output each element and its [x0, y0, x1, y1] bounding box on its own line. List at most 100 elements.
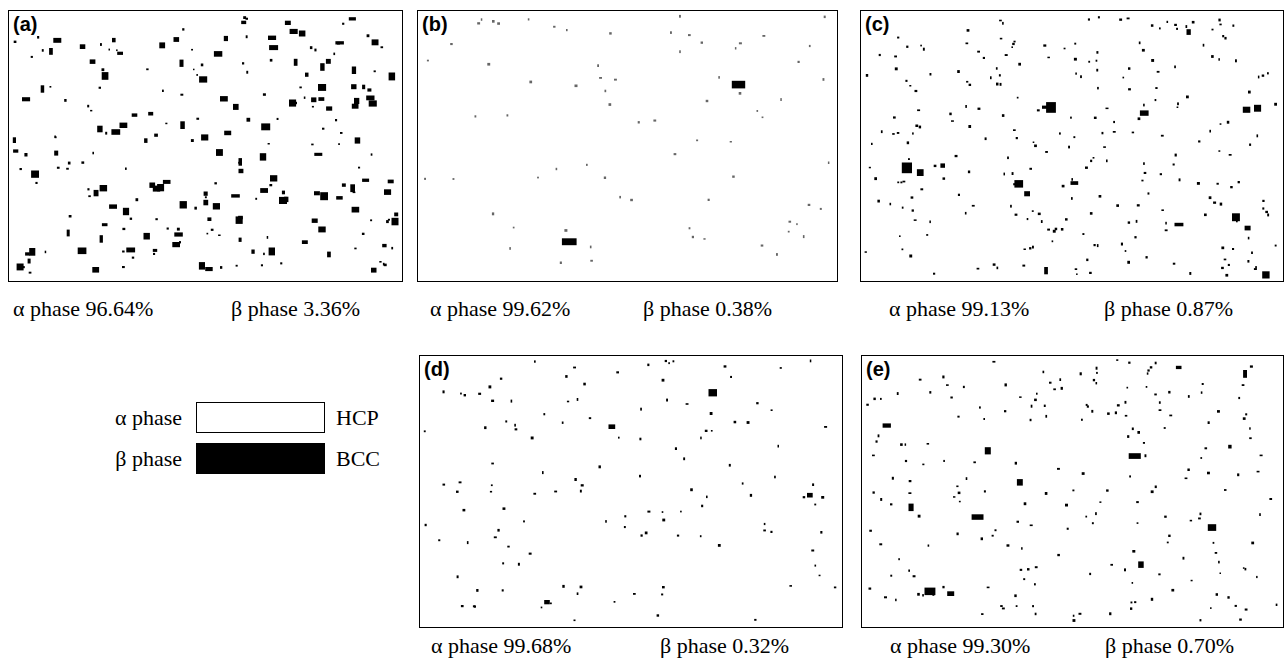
- beta-dot: [662, 511, 664, 513]
- beta-dot: [353, 192, 356, 194]
- beta-dot: [269, 184, 272, 186]
- beta-dot: [1121, 243, 1123, 246]
- beta-dot: [534, 360, 536, 362]
- beta-dot: [1002, 22, 1004, 25]
- beta-dot: [1192, 21, 1195, 24]
- beta-dot: [573, 367, 576, 369]
- beta-dot: [366, 96, 374, 101]
- beta-dot: [1218, 561, 1220, 564]
- beta-dot: [362, 179, 369, 182]
- beta-dot: [55, 136, 57, 138]
- beta-dot: [1218, 19, 1220, 22]
- beta-dot: [661, 594, 663, 596]
- beta-dot: [205, 196, 207, 198]
- beta-dot: [476, 589, 478, 592]
- beta-dot: [757, 110, 759, 112]
- beta-dot: [1089, 272, 1092, 274]
- beta-dot: [497, 22, 500, 25]
- beta-dot: [1130, 607, 1132, 610]
- beta-dot: [1142, 49, 1145, 52]
- beta-dot: [1005, 383, 1007, 386]
- beta-dot: [1012, 43, 1015, 45]
- beta-dot: [1128, 67, 1130, 70]
- beta-dot: [1082, 472, 1085, 475]
- beta-dot: [358, 167, 360, 169]
- beta-dot: [1015, 214, 1018, 216]
- beta-dot: [942, 586, 944, 588]
- beta-dot: [241, 21, 246, 24]
- beta-dot: [1257, 134, 1259, 137]
- beta-dot: [913, 575, 916, 577]
- beta-dot: [1057, 554, 1060, 556]
- beta-dot: [1034, 583, 1036, 585]
- legend-text: β phase: [115, 447, 182, 471]
- beta-dot: [590, 246, 592, 249]
- beta-dot: [821, 496, 824, 499]
- beta-dot: [609, 103, 612, 106]
- beta-dot: [537, 177, 539, 179]
- beta-dot: [90, 110, 92, 112]
- beta-dot: [342, 23, 344, 25]
- beta-dot: [199, 76, 207, 82]
- beta-dot: [1174, 66, 1176, 69]
- beta-dot: [146, 68, 148, 70]
- beta-dot: [1220, 203, 1223, 206]
- beta-dot: [130, 218, 132, 220]
- beta-dot: [1262, 207, 1264, 209]
- beta-dot: [153, 249, 157, 252]
- beta-dot: [194, 207, 197, 210]
- beta-dot: [730, 376, 732, 378]
- beta-dot: [111, 129, 120, 135]
- beta-dot: [1045, 415, 1047, 418]
- beta-dot: [1080, 372, 1082, 375]
- beta-dot: [1043, 44, 1046, 46]
- beta-dot: [618, 437, 620, 439]
- beta-dot: [269, 45, 278, 50]
- beta-dot: [1207, 472, 1210, 475]
- beta-dot: [556, 168, 558, 170]
- beta-dot: [898, 558, 900, 560]
- beta-dot: [1175, 154, 1177, 157]
- beta-dot: [1128, 221, 1130, 223]
- beta-dot: [503, 507, 506, 510]
- beta-dot: [819, 575, 821, 577]
- beta-dot: [811, 550, 814, 552]
- beta-dot: [148, 112, 153, 116]
- beta-dot: [1107, 412, 1110, 415]
- beta-dot: [1243, 370, 1247, 378]
- beta-dot: [239, 158, 243, 166]
- beta-dot: [1125, 401, 1127, 404]
- beta-dot: [279, 197, 287, 204]
- beta-dot: [500, 378, 502, 380]
- beta-dot: [1031, 405, 1033, 408]
- beta-dot: [718, 544, 721, 547]
- beta-dot: [57, 167, 60, 169]
- beta-dot: [997, 267, 999, 270]
- beta-dot: [246, 35, 248, 38]
- beta-dot: [263, 253, 265, 255]
- beta-dot: [1176, 28, 1178, 30]
- beta-dot: [290, 29, 298, 34]
- beta-dot: [487, 63, 490, 66]
- beta-dot: [155, 218, 157, 220]
- beta-dot: [1238, 181, 1240, 183]
- beta-dot: [1232, 248, 1234, 250]
- beta-dot: [1137, 204, 1140, 206]
- beta-dot: [163, 180, 171, 184]
- beta-dot: [100, 185, 108, 191]
- beta-dot: [554, 491, 557, 493]
- beta-dot: [995, 529, 997, 531]
- beta-dot: [1096, 69, 1098, 72]
- beta-dot: [29, 272, 32, 274]
- beta-dot: [1138, 117, 1141, 120]
- beta-dot: [985, 137, 987, 140]
- beta-dot: [453, 178, 455, 180]
- beta-dot: [735, 47, 737, 49]
- beta-dot: [37, 36, 39, 39]
- beta-dot: [1210, 607, 1212, 609]
- beta-dot: [1245, 226, 1251, 231]
- beta-dot: [311, 97, 316, 102]
- beta-dot: [392, 218, 399, 226]
- beta-dot: [965, 105, 967, 108]
- beta-dot: [645, 532, 648, 535]
